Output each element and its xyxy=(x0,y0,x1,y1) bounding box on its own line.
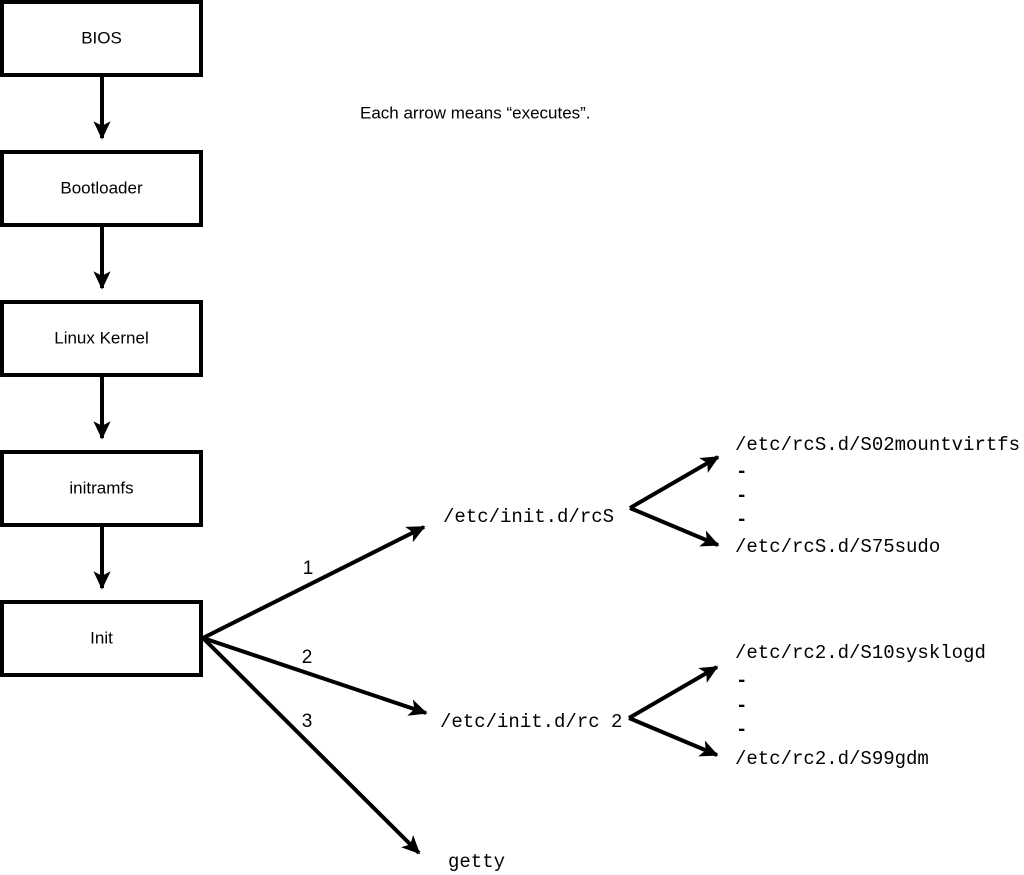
node-bootloader-label: Bootloader xyxy=(60,178,143,197)
node-initramfs-label: initramfs xyxy=(69,478,133,497)
label-etc-init-d-rcs: /etc/init.d/rcS xyxy=(443,506,614,528)
arrow-rcs-to-first-script xyxy=(628,455,720,510)
node-bios[interactable]: BIOS xyxy=(0,0,203,77)
node-init-label: Init xyxy=(90,628,113,647)
arrow-init-to-rcs xyxy=(202,525,426,640)
node-bios-rect xyxy=(0,0,203,77)
node-linux-kernel-label: Linux Kernel xyxy=(54,328,149,347)
label-rc2-first-script: /etc/rc2.d/S10sysklogd xyxy=(735,642,986,664)
node-linux-kernel[interactable]: Linux Kernel xyxy=(0,300,203,377)
rc2-ellipsis-dash-1: - xyxy=(736,670,747,692)
label-etc-init-d-rc2: /etc/init.d/rc 2 xyxy=(440,711,622,733)
arrow-init-to-rc2 xyxy=(202,636,428,716)
rc2-ellipsis-dash-2: - xyxy=(736,695,747,717)
node-initramfs-rect xyxy=(0,450,203,527)
arrow-init-to-getty xyxy=(201,636,421,855)
node-linux-kernel-rect xyxy=(0,300,203,377)
label-rcs-last-script: /etc/rcS.d/S75sudo xyxy=(735,536,940,558)
label-rcs-first-script: /etc/rcS.d/S02mountvirtfs xyxy=(735,434,1020,456)
arrow-rc2-to-last-script xyxy=(628,716,719,757)
branch-number-3: 3 xyxy=(302,711,313,732)
node-bootloader[interactable]: Bootloader xyxy=(0,150,203,227)
branch-number-1: 1 xyxy=(303,558,314,579)
node-bootloader-rect xyxy=(0,150,203,227)
rcs-ellipsis-dash-1: - xyxy=(736,461,747,483)
node-init-rect xyxy=(0,600,203,677)
diagram-caption: Each arrow means “executes”. xyxy=(360,103,591,122)
node-initramfs[interactable]: initramfs xyxy=(0,450,203,527)
node-init[interactable]: Init xyxy=(0,600,203,677)
label-rc2-last-script: /etc/rc2.d/S99gdm xyxy=(735,748,929,770)
label-getty: getty xyxy=(448,851,505,873)
node-bios-label: BIOS xyxy=(81,28,122,47)
rcs-ellipsis-dash-2: - xyxy=(736,485,747,507)
arrow-rc2-to-first-script xyxy=(627,665,719,720)
branch-number-2: 2 xyxy=(302,647,313,668)
arrow-rcs-to-last-script xyxy=(629,506,720,547)
rc2-ellipsis-dash-3: - xyxy=(736,719,747,741)
rcs-ellipsis-dash-3: - xyxy=(736,509,747,531)
